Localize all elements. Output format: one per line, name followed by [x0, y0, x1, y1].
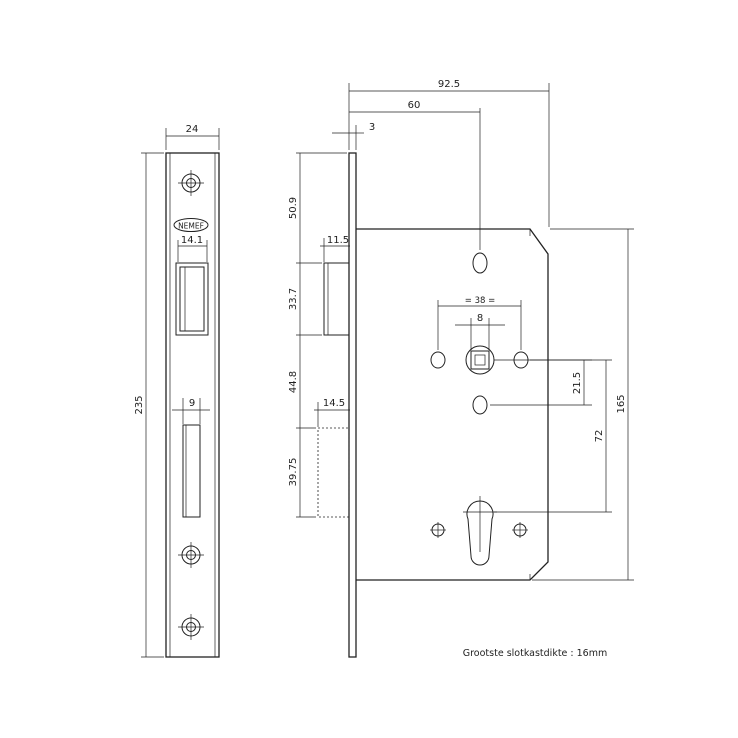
latch-bolt [323, 262, 350, 336]
cylinder-profile [463, 496, 497, 566]
case-height-label: 165 [616, 394, 627, 413]
dim-deadbolt-width: 9 [172, 398, 210, 424]
dim-spindle: 8 [455, 313, 505, 350]
overall-width-label: 92.5 [438, 79, 460, 90]
dim-overall-width: 92.5 [348, 79, 550, 227]
deadbolt [317, 427, 350, 518]
dim-vertical-chain: 50.9 33.7 44.8 39.75 [288, 152, 347, 518]
bolt-projection-label: 14.5 [323, 398, 345, 409]
top-slot-hole [472, 252, 488, 274]
follower-to-hole-label: 21.5 [572, 372, 583, 394]
latch-to-bolt-label: 44.8 [288, 371, 299, 393]
lock-case-side-view: 92.5 60 3 50.9 33.7 44.8 39.75 [288, 79, 634, 659]
deadbolt-opening [182, 424, 201, 518]
faceplate-width-label: 24 [186, 124, 199, 135]
follower-pitch-label: = 38 = [465, 296, 495, 306]
faceplate-thickness-label: 3 [369, 122, 375, 133]
backset-label: 60 [408, 100, 421, 111]
spindle-label: 8 [477, 313, 483, 324]
dim-faceplate-width: 24 [165, 124, 220, 150]
faceplate-edge [348, 152, 357, 658]
fixing-hole-left [430, 522, 446, 538]
screw-hole-lower [178, 542, 204, 568]
latch-height-label: 33.7 [288, 288, 299, 310]
dim-follower-pitch: = 38 = [437, 296, 522, 350]
follower-left-hole [430, 351, 446, 369]
faceplate-front-view: NEMEF 24 14.1 [134, 124, 220, 658]
screw-hole-bottom [178, 614, 204, 640]
latch-opening [175, 262, 209, 336]
faceplate-height-label: 235 [134, 395, 145, 414]
fixing-hole-right [512, 522, 528, 538]
screw-hole-top [178, 170, 204, 196]
centre-distance-label: 72 [594, 430, 605, 443]
dim-bolt-projection: 14.5 [314, 398, 350, 427]
latch-width-label: 14.1 [181, 235, 203, 246]
note-max-case-thickness: Grootste slotkastdikte : 16mm [463, 648, 607, 659]
bolt-height-label: 39.75 [288, 458, 299, 487]
dim-centre-distance: 72 [494, 359, 612, 513]
deadbolt-width-label: 9 [189, 398, 195, 409]
dim-follower-to-hole: 21.5 [490, 359, 592, 406]
dim-case-height: 165 [532, 228, 634, 581]
dim-faceplate-height: 235 [134, 152, 164, 658]
latch-projection-label: 11.5 [327, 235, 349, 246]
svg-text:NEMEF: NEMEF [178, 222, 204, 231]
middle-slot-hole [472, 395, 488, 415]
dim-latch-projection: 11.5 [320, 235, 350, 262]
case-outline [356, 228, 549, 581]
top-offset-label: 50.9 [288, 197, 299, 219]
faceplate-outline [165, 152, 220, 658]
nemef-logo: NEMEF [173, 218, 209, 232]
dim-latch-width: 14.1 [177, 235, 208, 262]
dim-backset: 60 [349, 100, 480, 113]
dim-faceplate-thickness: 3 [332, 122, 375, 150]
